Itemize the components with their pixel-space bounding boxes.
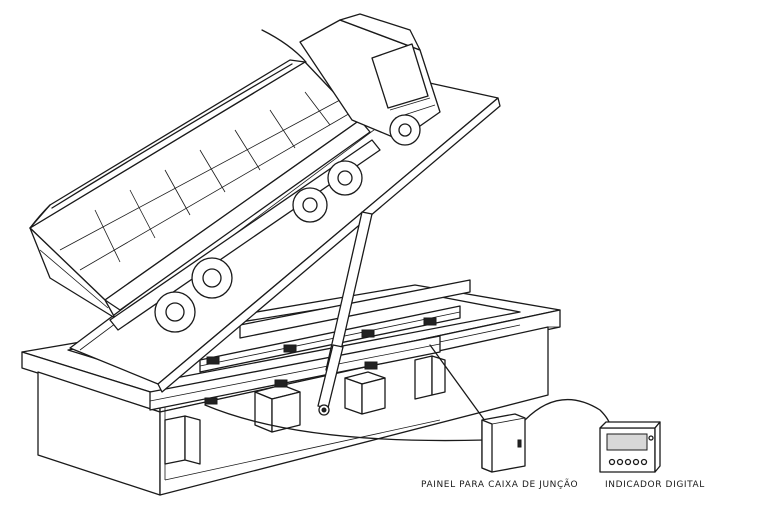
- digital-indicator-device: [599, 421, 661, 473]
- wheels: [154, 114, 421, 333]
- hydraulic-cylinder: [317, 211, 373, 416]
- junction-box-panel: [481, 413, 526, 473]
- junction-panel-label: PAINEL PARA CAIXA DE JUNÇÃO: [421, 480, 579, 490]
- tipper-truck: [29, 13, 441, 333]
- support-blocks: [164, 355, 446, 465]
- load-beams: [149, 279, 471, 411]
- load-cells: [204, 317, 437, 405]
- digital-indicator-label: INDICADOR DIGITAL: [605, 480, 705, 490]
